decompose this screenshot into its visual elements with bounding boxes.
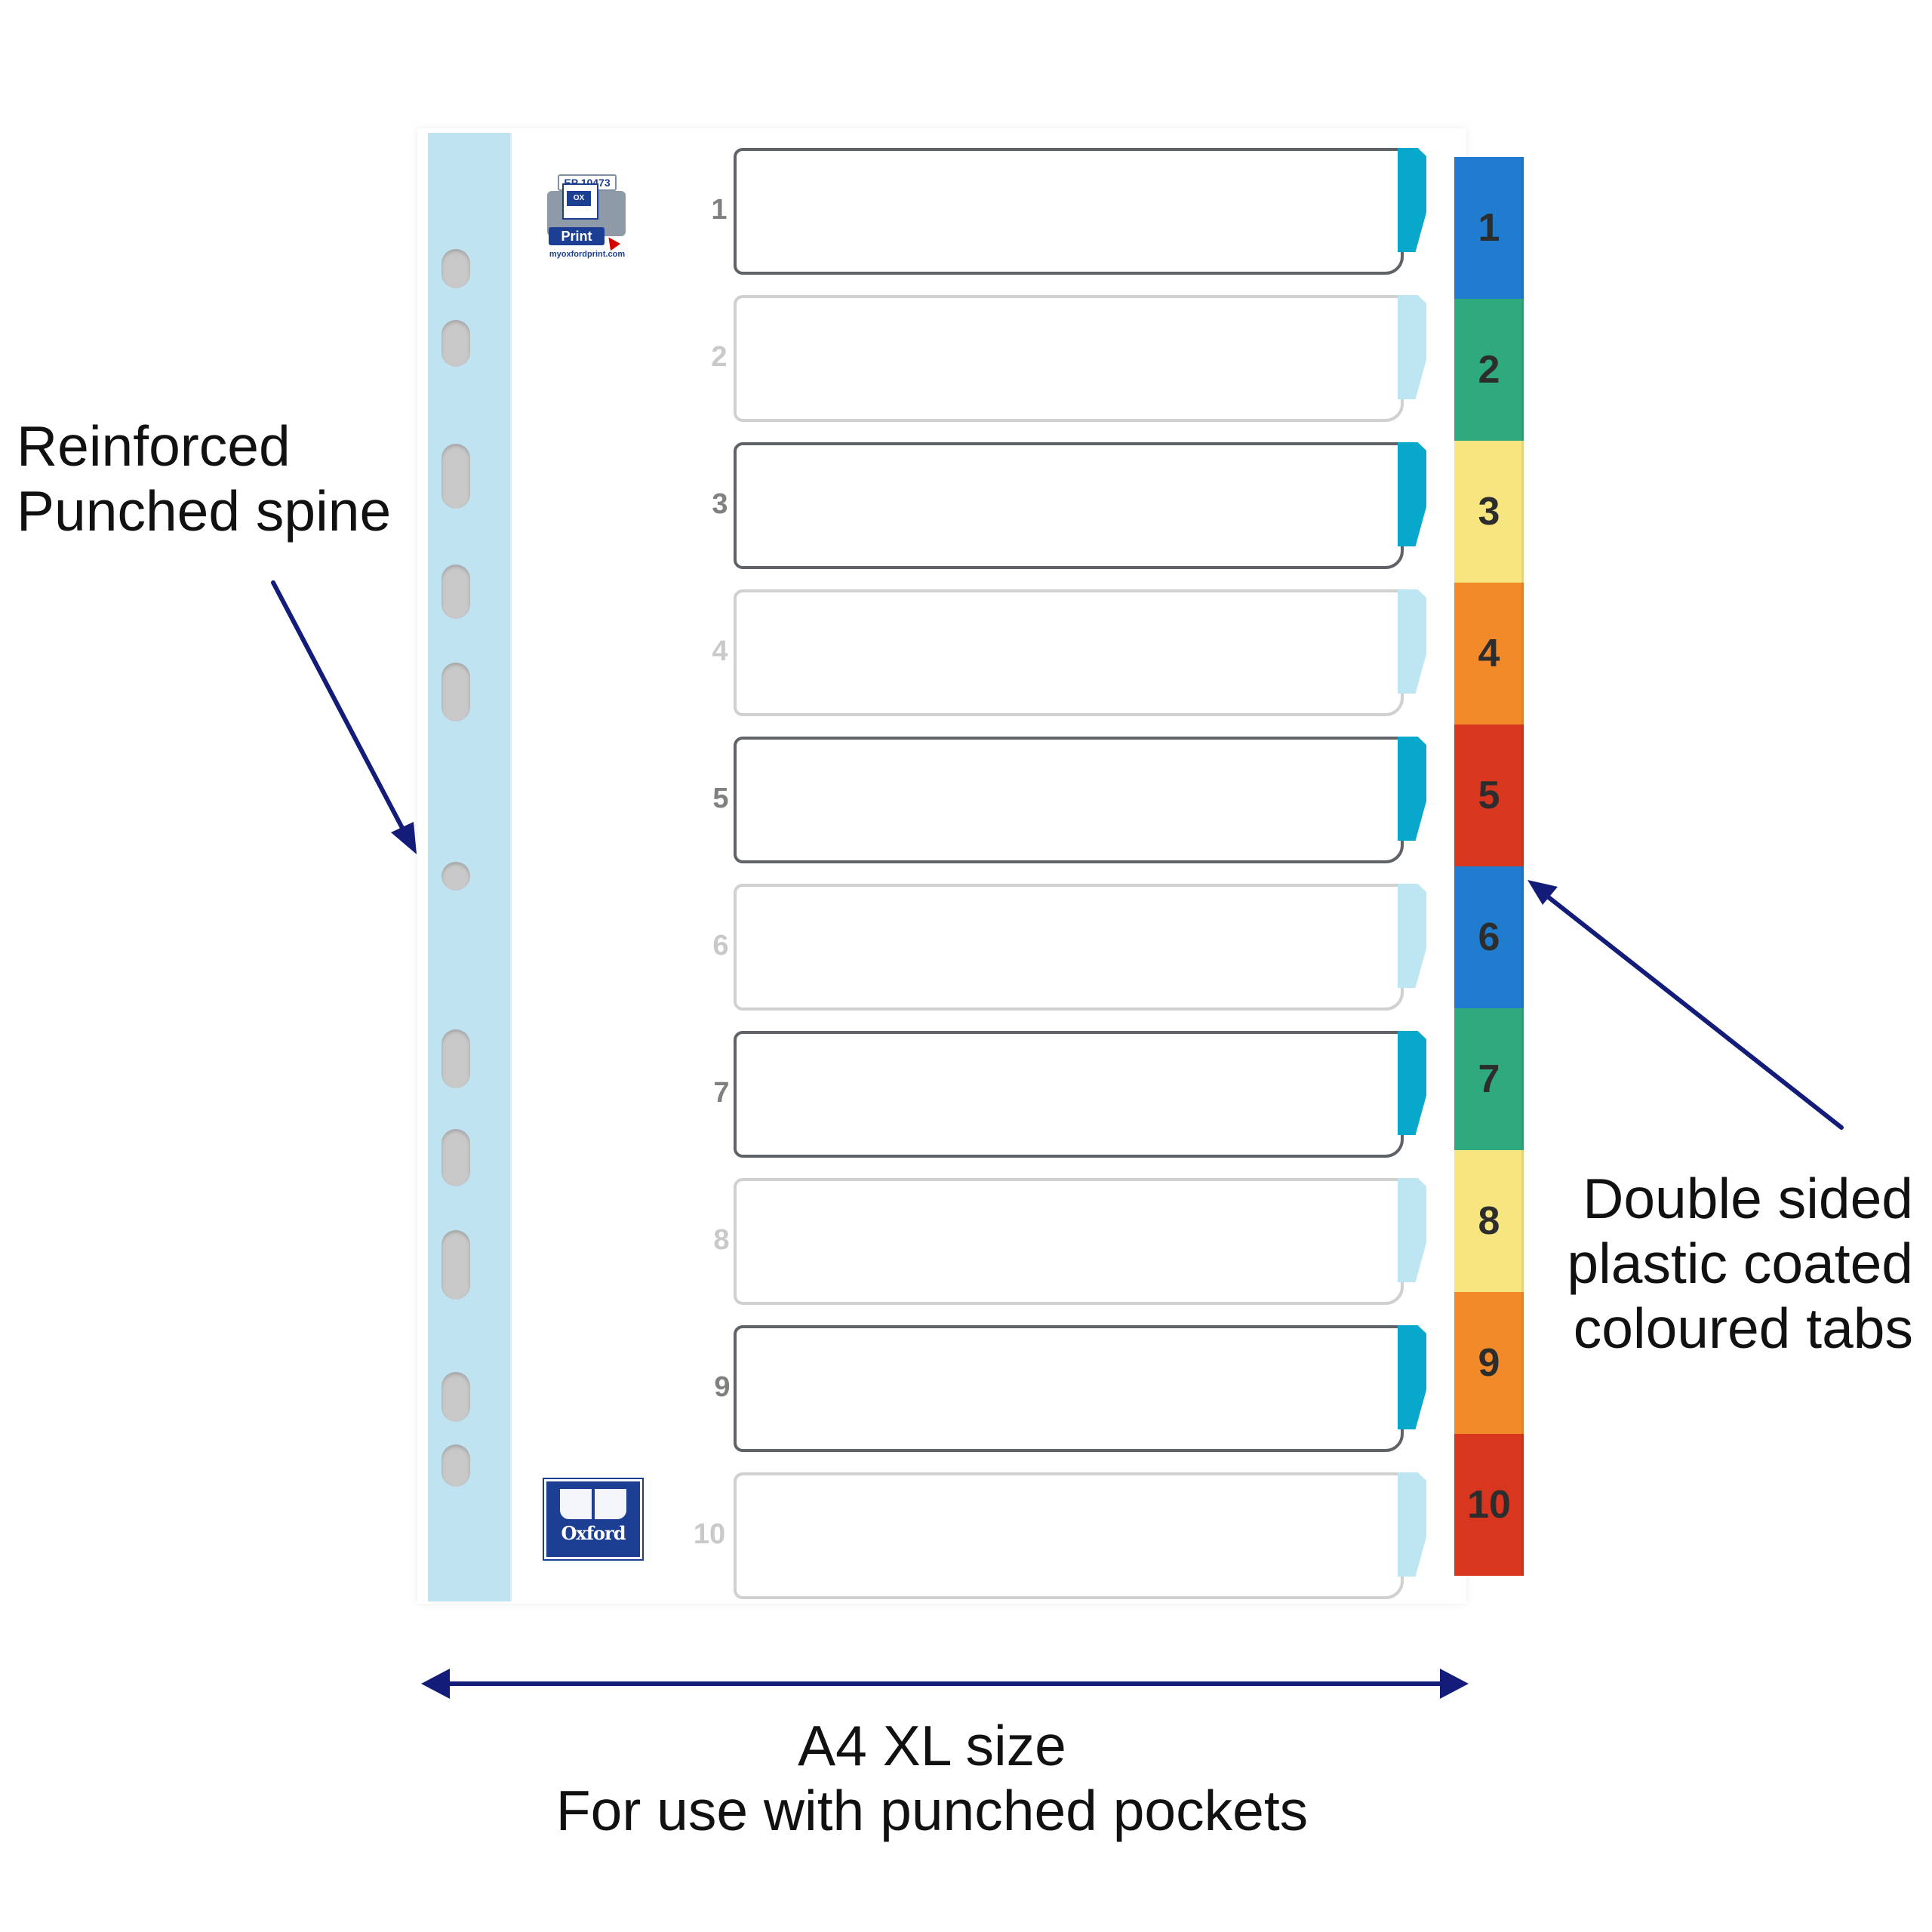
punched-hole (441, 1444, 470, 1487)
coloured-tab: 3 (1454, 441, 1524, 583)
coloured-tab: 9 (1454, 1292, 1524, 1434)
coloured-tab: 8 (1454, 1150, 1524, 1292)
oxford-print-logo: EP 10473 OX Print myoxfordprint.com (541, 170, 630, 260)
index-row (734, 1325, 1435, 1454)
punched-hole (441, 663, 470, 721)
size-annotation-line-1: A4 XL size (798, 1714, 1066, 1777)
index-label-box (734, 737, 1404, 863)
tabs-arrow-head (1527, 880, 1558, 905)
index-label-box (734, 442, 1404, 569)
reinforced-spine (428, 133, 512, 1601)
coloured-tab: 5 (1454, 724, 1524, 866)
spine-arrow-line (271, 580, 413, 846)
oxford-logo: Oxford (544, 1479, 642, 1559)
index-number: 3 (712, 488, 728, 520)
coloured-tab: 2 (1454, 299, 1524, 441)
index-number: 2 (711, 341, 728, 373)
index-row (734, 737, 1435, 865)
index-number: 7 (713, 1077, 730, 1109)
size-annotation: A4 XL size For use with punched pockets (445, 1713, 1419, 1843)
index-label-box (734, 1325, 1404, 1452)
index-label-box (734, 884, 1404, 1011)
index-row (734, 442, 1435, 571)
index-label-box (734, 148, 1404, 275)
index-label-box (734, 1472, 1404, 1599)
index-number: 1 (711, 194, 728, 226)
index-label-box (734, 1031, 1404, 1158)
spine-annotation-line-2: Punched spine (17, 479, 392, 543)
punched-hole (441, 1129, 470, 1186)
tabs-arrow-line (1536, 887, 1844, 1130)
print-label: Print (549, 227, 605, 245)
mini-oxford-icon: OX (567, 191, 591, 206)
tabs-annotation: Double sided plastic coated coloured tab… (1532, 1166, 1913, 1361)
index-label-box (734, 589, 1404, 716)
punched-hole (441, 862, 470, 891)
tabs-annotation-line-1: Double sided (1583, 1167, 1913, 1230)
index-row (734, 1031, 1435, 1159)
tabs-annotation-line-2: plastic coated (1567, 1232, 1913, 1295)
coloured-tab: 1 (1454, 157, 1524, 299)
index-label-box (734, 295, 1404, 422)
coloured-tab: 6 (1454, 866, 1524, 1008)
spine-arrow-head (391, 822, 417, 854)
print-url: myoxfordprint.com (549, 250, 626, 259)
index-row (734, 148, 1435, 276)
punched-hole (441, 444, 470, 509)
index-number: 10 (693, 1518, 726, 1550)
punched-hole (441, 565, 470, 619)
index-number: 4 (712, 635, 728, 667)
punched-hole (441, 320, 470, 367)
index-row (734, 295, 1435, 423)
coloured-tab: 7 (1454, 1008, 1524, 1150)
size-annotation-line-2: For use with punched pockets (555, 1779, 1309, 1842)
index-number: 8 (713, 1224, 730, 1256)
index-row (734, 1472, 1435, 1601)
tabs-annotation-line-3: coloured tabs (1573, 1297, 1913, 1360)
crest-icon (560, 1489, 626, 1519)
punched-hole (441, 1230, 470, 1300)
spine-annotation: Reinforced Punched spine (17, 414, 391, 543)
index-label-box (734, 1178, 1404, 1305)
coloured-tab: 4 (1454, 583, 1524, 724)
index-number: 5 (712, 783, 729, 814)
punched-hole (441, 249, 470, 288)
punched-hole (441, 1029, 470, 1088)
index-row (734, 1178, 1435, 1306)
punched-hole (441, 1372, 470, 1422)
coloured-tab: 10 (1454, 1434, 1524, 1576)
index-row (734, 884, 1435, 1012)
spine-annotation-line-1: Reinforced (17, 414, 291, 478)
size-arrow-left-head (421, 1669, 450, 1699)
index-number: 6 (712, 930, 729, 961)
oxford-wordmark: Oxford (561, 1522, 626, 1544)
size-arrow-right-head (1440, 1669, 1469, 1699)
index-number: 9 (714, 1371, 731, 1403)
index-row (734, 589, 1435, 718)
